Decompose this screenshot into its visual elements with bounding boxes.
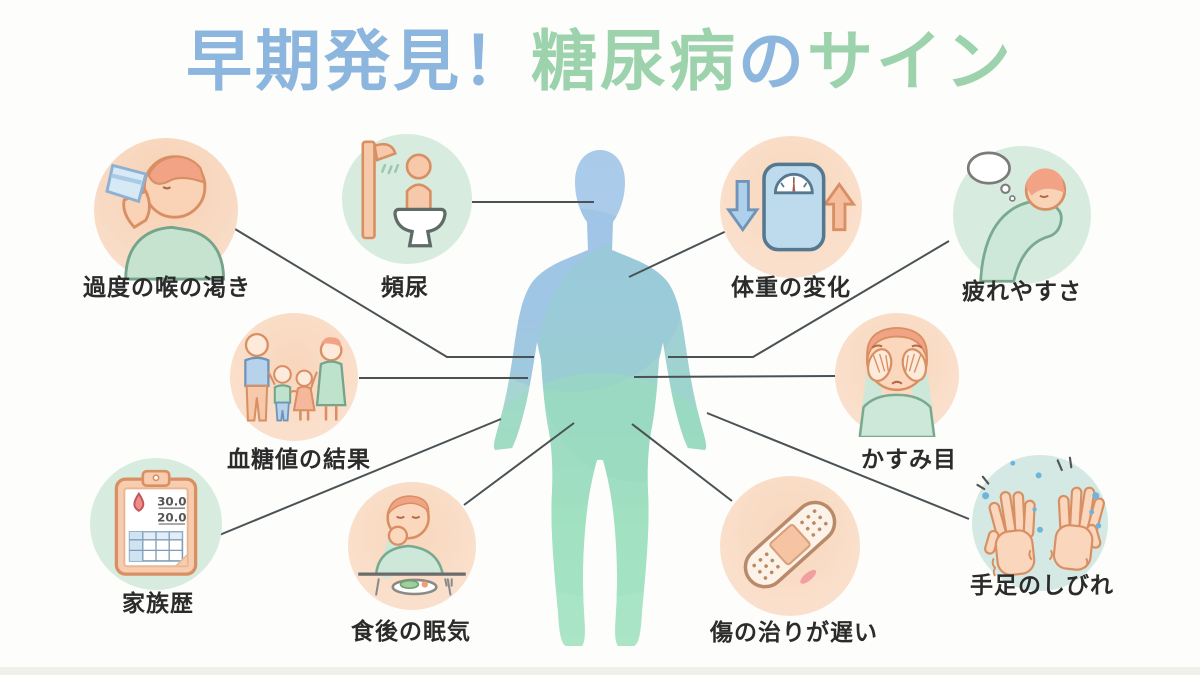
sign-circle-slow-wound-healing <box>720 476 860 616</box>
sign-label-weight-change: 体重の変化 <box>731 275 851 301</box>
sign-label-family-history: 家族歴 <box>122 591 194 617</box>
connector-slow-wound-healing <box>631 423 733 502</box>
sign-label-excessive-thirst: 過度の喉の渇き <box>83 275 251 301</box>
sign-label-blood-sugar-results: 血糖値の結果 <box>227 447 371 473</box>
chart-value-2: 20.0 <box>157 510 186 524</box>
table-grid <box>128 531 184 562</box>
sign-circle-weight-change <box>720 136 862 278</box>
sign-label-blurry-vision: かすみ目 <box>861 447 957 473</box>
sign-label-post-meal-drowsiness: 食後の眠気 <box>351 619 471 645</box>
title-segment-1: 早期発見！ <box>186 23 531 100</box>
connector-fatigue <box>668 240 950 358</box>
sign-label-fatigue: 疲れやすさ <box>962 279 1082 305</box>
connector-numb-hands-feet <box>706 412 970 520</box>
title-segment-2: 糖尿病 <box>531 23 738 100</box>
toilet-shower-icon <box>361 140 447 248</box>
family-icon <box>244 332 347 422</box>
sign-circle-frequent-urination <box>342 134 472 264</box>
yawning-person-icon <box>358 495 466 596</box>
bandage-icon <box>743 500 837 589</box>
connector-blurry-vision <box>633 375 837 378</box>
connector-weight-change <box>628 226 736 278</box>
numb-hands-icon <box>976 456 1105 577</box>
bottom-border-strip <box>0 667 1200 675</box>
tired-person-icon <box>966 151 1067 283</box>
wound-mark <box>800 569 817 584</box>
chart-value-1: 30.0 <box>157 495 186 509</box>
body-color-patches <box>493 208 707 646</box>
sign-circle-fatigue <box>953 146 1091 284</box>
weight-scale-arrows-icon <box>725 162 857 252</box>
sign-label-frequent-urination: 頻尿 <box>381 275 429 301</box>
sign-circle-excessive-thirst <box>94 138 238 282</box>
sign-label-slow-wound-healing: 傷の治りが遅い <box>710 620 878 646</box>
sign-circle-numb-hands-feet <box>972 455 1108 591</box>
numbness-dots <box>982 460 1102 533</box>
rubbing-eyes-icon <box>858 326 936 437</box>
connector-family-history <box>216 418 502 537</box>
connector-post-meal-drowsiness <box>463 422 575 506</box>
medical-chart-icon: 30.0 20.0 <box>114 469 198 576</box>
connector-excessive-thirst <box>234 228 534 358</box>
sign-circle-family-history: 30.0 20.0 <box>90 458 222 590</box>
sign-circle-post-meal-drowsiness <box>348 482 476 610</box>
sign-circle-blurry-vision <box>835 313 959 437</box>
page-title: 早期発見！糖尿病のサイン <box>0 24 1200 100</box>
person-drinking-water-icon <box>105 155 226 281</box>
blood-drop-icon <box>133 491 145 512</box>
connector-lines <box>216 201 970 537</box>
title-segment-3: の <box>738 23 807 100</box>
title-segment-4: サイン <box>807 23 1014 100</box>
sign-circle-blood-sugar-results <box>230 313 358 441</box>
sign-label-numb-hands-feet: 手足のしびれ <box>970 573 1114 599</box>
